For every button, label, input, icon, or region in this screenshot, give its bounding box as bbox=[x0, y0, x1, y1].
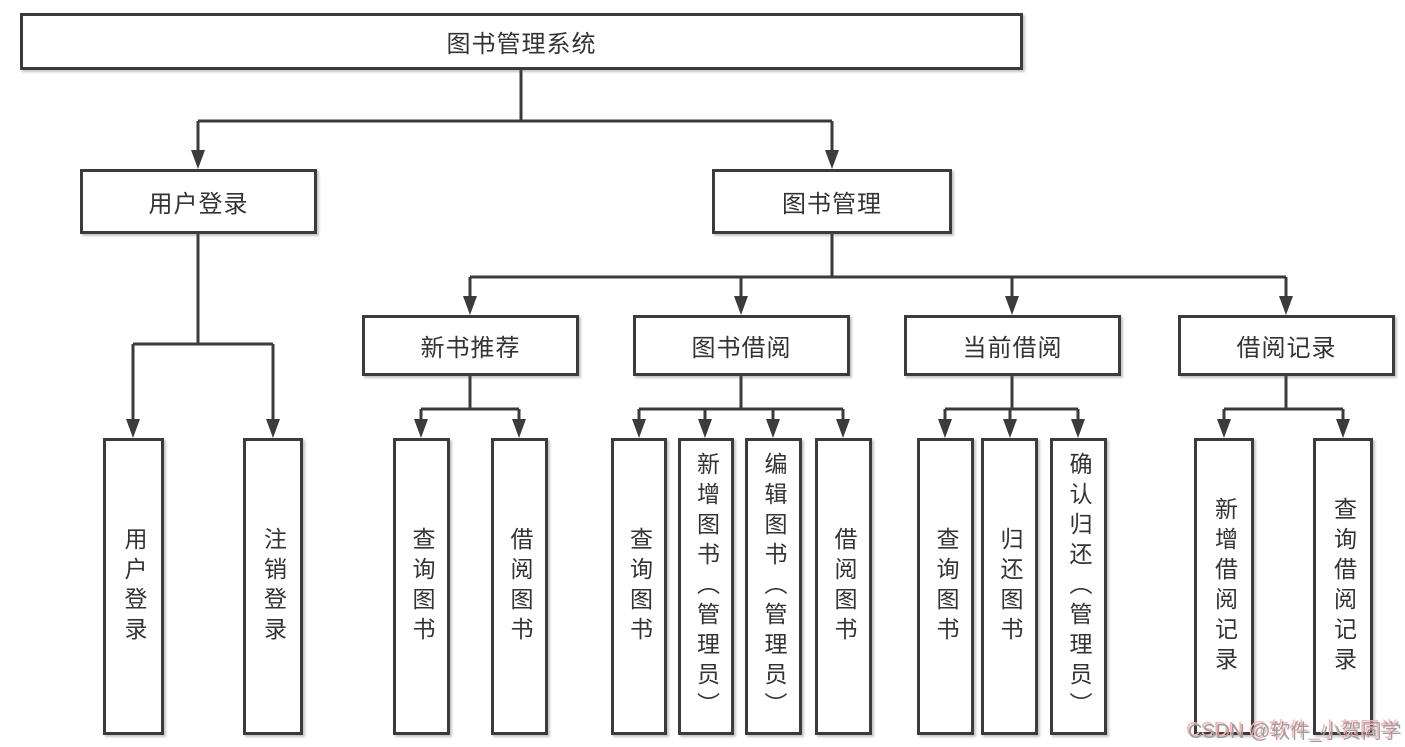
node-label: 借阅记录 bbox=[1236, 335, 1337, 362]
node-label: 新书推荐 bbox=[420, 335, 521, 362]
node-label: 用户登录 bbox=[148, 191, 249, 218]
arrowhead bbox=[126, 419, 140, 438]
node-label: 查询图书 bbox=[409, 526, 435, 647]
connector-current-to-leaves bbox=[943, 376, 1080, 422]
node-label: 图书管理 bbox=[782, 191, 882, 218]
arrowhead bbox=[1071, 419, 1085, 438]
arrowhead bbox=[266, 419, 280, 438]
node-label: 查询图书 bbox=[626, 526, 653, 647]
leaf-current-return-books: 归还图书 bbox=[981, 438, 1038, 735]
node-label: 确认归还（管理员） bbox=[1066, 451, 1092, 722]
node-label: 新增借阅记录 bbox=[1211, 496, 1238, 677]
leaf-recommend-borrow-books: 借阅图书 bbox=[491, 438, 548, 735]
connector-borrowing-to-leaves bbox=[637, 376, 845, 422]
leaf-record-query-borrow-record: 查询借阅记录 bbox=[1313, 438, 1373, 735]
leaf-borrow-borrow-books: 借阅图书 bbox=[815, 438, 872, 735]
leaf-current-query-books: 查询图书 bbox=[917, 438, 974, 735]
node-current-borrowing: 当前借阅 bbox=[904, 315, 1121, 376]
leaf-borrow-query-books: 查询图书 bbox=[611, 438, 667, 735]
arrowhead bbox=[698, 419, 712, 438]
node-book-borrowing: 图书借阅 bbox=[633, 315, 850, 376]
node-label: 借阅图书 bbox=[831, 526, 857, 647]
node-label: 图书借阅 bbox=[691, 335, 792, 362]
node-label: 图书管理系统 bbox=[446, 31, 597, 58]
csdn-watermark: CSDN @软件_小贺同学 bbox=[1188, 721, 1402, 743]
arrowhead bbox=[734, 296, 748, 315]
arrowhead bbox=[632, 419, 646, 438]
node-user-login: 用户登录 bbox=[80, 169, 317, 234]
connector-root-to-level2 bbox=[196, 70, 834, 153]
leaf-borrow-add-books-admin: 新增图书（管理员） bbox=[678, 438, 734, 735]
arrowhead bbox=[1217, 419, 1231, 438]
arrowhead bbox=[512, 419, 526, 438]
arrowhead bbox=[463, 296, 477, 315]
arrowhead bbox=[1003, 419, 1017, 438]
connector-bookmgmt-to-level3 bbox=[468, 234, 1288, 299]
connector-recommend-to-leaves bbox=[419, 376, 521, 422]
arrowhead bbox=[766, 419, 780, 438]
leaf-recommend-query-books: 查询图书 bbox=[393, 438, 450, 735]
node-label: 编辑图书（管理员） bbox=[761, 451, 787, 722]
leaf-user-login: 用户登录 bbox=[103, 438, 164, 735]
node-borrowing-records: 借阅记录 bbox=[1178, 315, 1395, 376]
leaf-logout: 注销登录 bbox=[243, 438, 303, 735]
arrowhead bbox=[1279, 296, 1293, 315]
arrowhead bbox=[191, 150, 205, 169]
arrowhead bbox=[836, 419, 850, 438]
connector-records-to-leaves bbox=[1222, 376, 1345, 422]
connector-userlogin-to-leaves bbox=[131, 234, 275, 422]
arrowhead bbox=[938, 419, 952, 438]
leaf-current-confirm-return-admin: 确认归还（管理员） bbox=[1050, 438, 1107, 735]
node-new-book-recommendation: 新书推荐 bbox=[362, 315, 579, 376]
arrowhead bbox=[414, 419, 428, 438]
node-label: 查询图书 bbox=[933, 526, 959, 647]
node-library-management-system: 图书管理系统 bbox=[20, 13, 1023, 70]
node-label: 查询借阅记录 bbox=[1330, 496, 1357, 677]
node-label: 用户登录 bbox=[121, 526, 147, 647]
leaf-borrow-edit-books-admin: 编辑图书（管理员） bbox=[745, 438, 802, 735]
node-book-management: 图书管理 bbox=[712, 169, 952, 234]
leaf-record-add-borrow-record: 新增借阅记录 bbox=[1194, 438, 1254, 735]
node-label: 注销登录 bbox=[260, 526, 287, 647]
node-label: 新增图书（管理员） bbox=[693, 451, 720, 722]
node-label: 借阅图书 bbox=[507, 526, 533, 647]
arrowhead bbox=[825, 150, 839, 169]
node-label: 当前借阅 bbox=[962, 335, 1063, 362]
arrowhead bbox=[1005, 296, 1019, 315]
arrowheads bbox=[126, 150, 1350, 438]
node-label: 归还图书 bbox=[997, 526, 1023, 647]
arrowhead bbox=[1336, 419, 1350, 438]
